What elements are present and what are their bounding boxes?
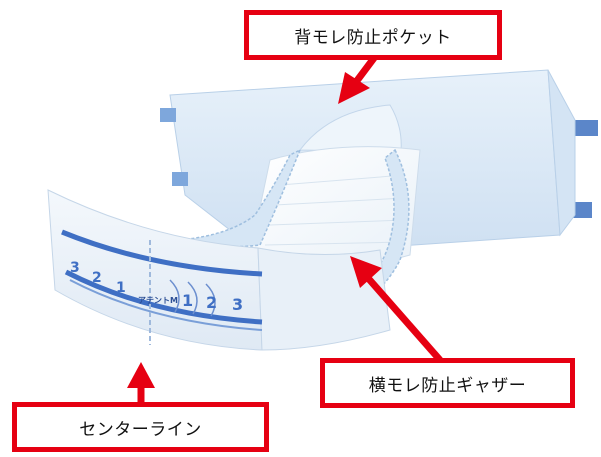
size-marker-left-3: 3	[70, 260, 80, 276]
size-marker-right-1: 1	[182, 291, 193, 310]
arrowhead-center-line	[127, 362, 155, 388]
fastening-tape-left-top	[160, 108, 176, 122]
fastening-tape-right-top	[572, 120, 598, 136]
callout-center-line: センターライン	[12, 402, 269, 452]
fastening-tape-left-bottom	[172, 172, 188, 186]
callout-back-leak-pocket-text: 背モレ防止ポケット	[294, 27, 452, 48]
size-marker-left-1: 1	[116, 280, 126, 296]
callout-arrows	[127, 55, 443, 402]
arrow-back-pocket	[353, 55, 377, 85]
callout-side-leak-gather-text: 横モレ防止ギャザー	[368, 375, 527, 396]
arrowhead-back-pocket	[338, 72, 370, 104]
callout-center-line-text: センターライン	[79, 419, 202, 440]
size-marker-right-3: 3	[232, 295, 243, 314]
arrow-side-gather	[365, 275, 443, 363]
arrowhead-side-gather	[350, 256, 382, 288]
brand-text: アテントM	[138, 296, 178, 305]
size-marker-left-2: 2	[92, 270, 102, 286]
callout-side-leak-gather: 横モレ防止ギャザー	[320, 358, 575, 408]
side-gather-left	[179, 148, 302, 248]
callout-back-leak-pocket: 背モレ防止ポケット	[244, 10, 502, 60]
size-marker-right-2: 2	[206, 293, 217, 312]
